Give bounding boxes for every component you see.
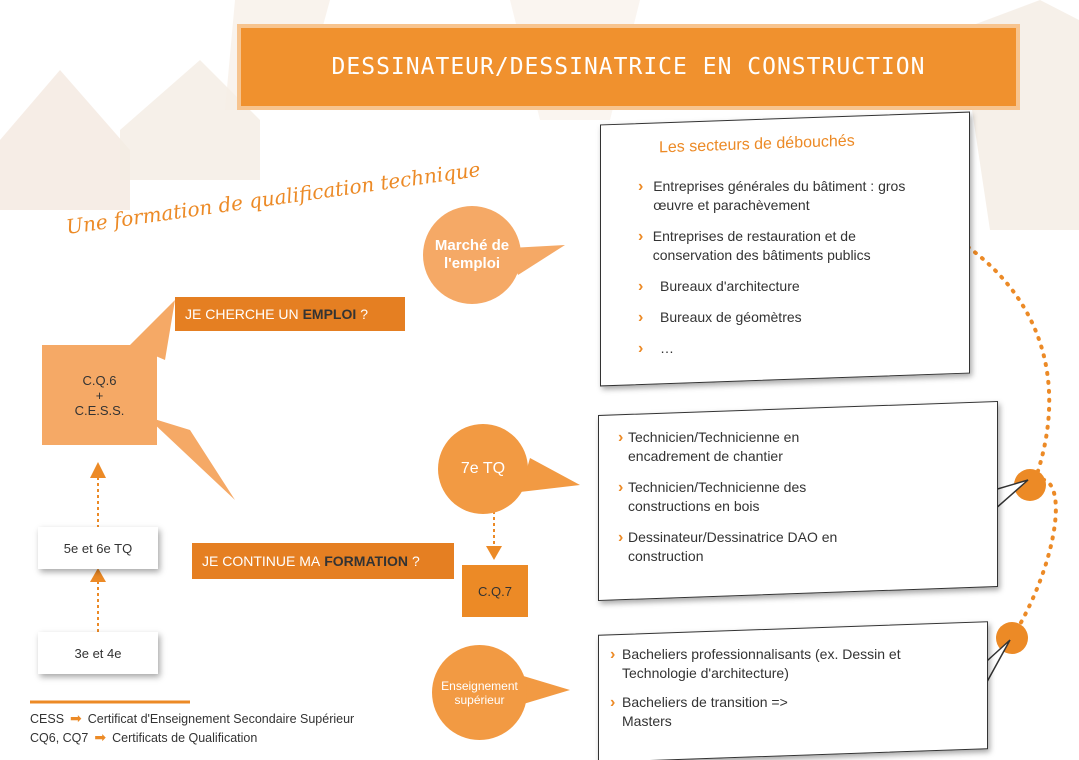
arrow-head-cq7 [486, 546, 502, 560]
legend-abbr: CQ6, CQ7 [30, 730, 89, 745]
sup-options-list: › Bacheliers professionnalisants (ex. Des… [610, 645, 970, 731]
banner-emploi-strong: EMPLOI [302, 306, 357, 322]
chevron-right-icon: › [638, 278, 644, 295]
legend-row: CQ6, CQ7 ➡ Certificats de Qualification [30, 729, 450, 746]
debouches-title: Les secteurs de débouchés [659, 132, 855, 157]
tq56-box: 5e et 6e TQ [38, 527, 158, 569]
chevron-right-icon: › [610, 694, 616, 711]
chevron-right-icon: › [638, 228, 644, 245]
tq7-option: ›Dessinateur/Dessinatrice DAO en constru… [618, 528, 918, 566]
house-bg-left [0, 70, 130, 210]
cq6-label: C.Q.6 [82, 372, 117, 388]
arrow-right-icon: ➡ [70, 710, 82, 726]
debouche-item-label: … [660, 340, 674, 356]
debouche-item: › Bureaux de géomètres [638, 308, 938, 327]
legend-row: CESS ➡ Certificat d'Enseignement Seconda… [30, 710, 450, 727]
tq7-option-label: Dessinateur/Dessinatrice DAO en construc… [628, 529, 838, 564]
chevron-right-icon: › [638, 340, 644, 357]
debouche-item-label: Entreprises de restauration et de conser… [652, 228, 871, 263]
legend: CESS ➡ Certificat d'Enseignement Seconda… [30, 710, 450, 746]
arrow-right-icon: ➡ [94, 729, 107, 745]
cq6-tail [125, 410, 235, 500]
banner-emploi-prefix: JE CHERCHE UN [185, 306, 299, 322]
banner-formation-prefix: JE CONTINUE MA [202, 553, 321, 569]
tq56-label: 5e et 6e TQ [63, 540, 133, 556]
node-marche-label: Marché de l'emploi [434, 237, 510, 272]
chevron-right-icon: › [610, 646, 616, 663]
banner-formation-suffix: ? [411, 553, 420, 569]
cq7-box: C.Q.7 [462, 565, 528, 617]
chevron-right-icon: › [618, 429, 624, 446]
chevron-right-icon: › [618, 529, 624, 546]
chevron-right-icon: › [638, 178, 644, 195]
debouche-item-label: Bureaux de géomètres [660, 309, 802, 325]
debouche-item: › Entreprises générales du bâtiment : gro… [638, 177, 938, 215]
arrow-head-56 [90, 568, 106, 582]
tq34-label: 3e et 4e [74, 645, 122, 661]
chevron-right-icon: › [638, 309, 644, 326]
tq7-option-label: Technicien/Technicienne des construction… [628, 479, 807, 514]
tq34-box: 3e et 4e [38, 632, 158, 674]
debouches-list: › Entreprises générales du bâtiment : gro… [638, 177, 938, 358]
sup-option-label: Bacheliers de transition => Masters [622, 694, 788, 729]
marche-tail [510, 245, 565, 275]
tq7-option: ›Technicien/Technicienne des constructio… [618, 478, 918, 516]
sup-option: › Bacheliers professionnalisants (ex. Des… [610, 645, 970, 683]
legend-text: Certificat d'Enseignement Secondaire Sup… [87, 711, 355, 726]
chevron-right-icon: › [618, 479, 624, 496]
legend-abbr: CESS [30, 711, 65, 726]
tq7-option: ›Technicien/Technicienne en encadrement … [618, 428, 918, 466]
debouche-item: ›… [638, 339, 938, 358]
banner-emploi: JE CHERCHE UN EMPLOI ? [175, 297, 405, 331]
tq7-tail [520, 458, 580, 492]
node-7tq-label: 7e TQ [460, 460, 506, 477]
legend-text: Certificats de Qualification [112, 730, 258, 745]
cess-label: C.E.S.S. [74, 402, 125, 418]
page-title: DESSINATEUR/DESSINATRICE EN CONSTRUCTION [237, 24, 1020, 110]
cq7-label: C.Q.7 [478, 583, 512, 599]
banner-formation: JE CONTINUE MA FORMATION ? [192, 543, 454, 579]
debouche-item: › Entreprises de restauration et de conse… [638, 227, 938, 265]
arrow-head-cq6 [90, 462, 106, 478]
node-7tq: 7e TQ [438, 424, 528, 514]
debouche-item-label: Bureaux d'architecture [660, 278, 800, 294]
node-enseignement-superieur: Enseignement supérieur [432, 645, 527, 740]
node-marche-emploi: Marché de l'emploi [423, 206, 521, 304]
node-sup-label: Enseignement supérieur [441, 678, 518, 707]
banner-formation-strong: FORMATION [324, 553, 408, 569]
sup-tail [520, 675, 570, 705]
debouche-item: › Bureaux d'architecture [638, 277, 938, 296]
house-bg-mid [120, 60, 260, 180]
link-dot-upper [1014, 469, 1046, 501]
cq6-plus: + [95, 387, 104, 403]
debouche-item-label: Entreprises générales du bâtiment : gros… [653, 178, 906, 213]
banner-emploi-suffix: ? [360, 306, 369, 322]
sup-option: › Bacheliers de transition => Masters [610, 693, 970, 731]
cq6-box: C.Q.6 + C.E.S.S. [42, 345, 157, 445]
tq7-option-label: Technicien/Technicienne en encadrement d… [628, 429, 800, 464]
sup-option-label: Bacheliers professionnalisants (ex. Dess… [622, 646, 901, 681]
tq7-options-list: ›Technicien/Technicienne en encadrement … [618, 428, 918, 566]
